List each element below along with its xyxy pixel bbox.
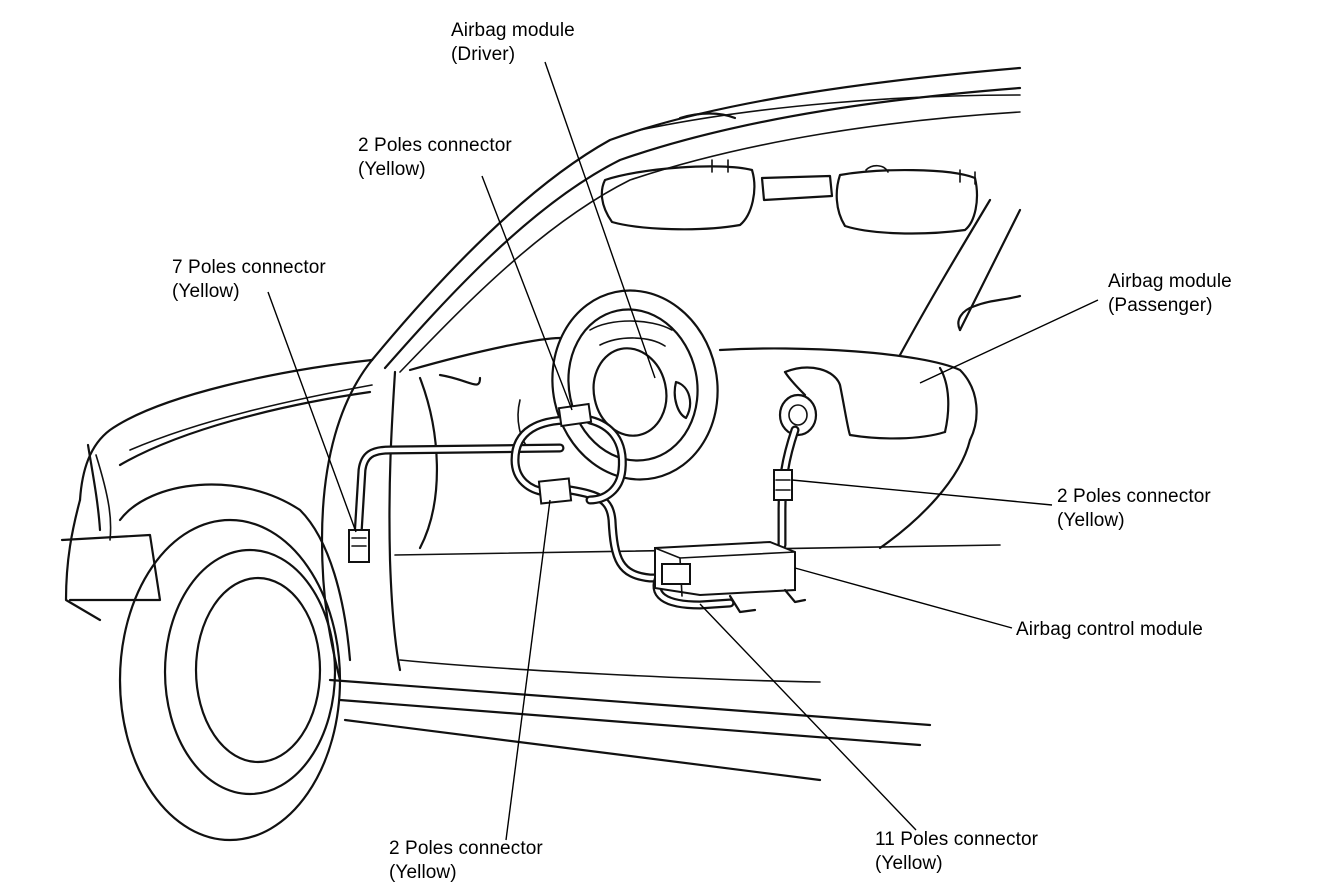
label-line: 2 Poles connector (389, 838, 543, 859)
label-line: 7 Poles connector (172, 257, 326, 278)
leader-lines (267, 61, 1099, 841)
label-line: Airbag control module (1016, 619, 1203, 640)
label-airbag-module-driver: Airbag module (Driver) (451, 19, 575, 67)
label-7-poles-connector: 7 Poles connector (Yellow) (172, 256, 326, 304)
label-2-poles-connector-bottom: 2 Poles connector (Yellow) (389, 837, 543, 885)
sun-visors (600, 159, 979, 235)
label-2-poles-connector-upper: 2 Poles connector (Yellow) (358, 134, 512, 182)
label-line: (Yellow) (1057, 510, 1125, 531)
label-2-poles-connector-right: 2 Poles connector (Yellow) (1057, 485, 1211, 533)
label-line: 2 Poles connector (358, 135, 512, 156)
label-line: Airbag module (451, 20, 575, 41)
front-wheel (118, 483, 352, 842)
steering-wheel (551, 289, 719, 481)
label-line: Airbag module (1108, 271, 1232, 292)
label-line: (Yellow) (389, 862, 457, 883)
label-line: (Yellow) (358, 159, 426, 180)
label-line: (Driver) (451, 44, 516, 65)
label-line: 11 Poles connector (875, 829, 1039, 850)
hood-body (60, 358, 374, 622)
dashboard (408, 336, 978, 550)
passenger-airbag-module (778, 366, 950, 440)
label-airbag-control-module: Airbag control module (1016, 618, 1203, 642)
label-11-poles-connector: 11 Poles connector (Yellow) (875, 828, 1038, 876)
airbag-control-module (654, 540, 807, 614)
door-opening (320, 358, 1001, 782)
label-line: (Yellow) (875, 853, 943, 874)
label-airbag-module-passenger: Airbag module (Passenger) (1108, 270, 1232, 318)
right-pillar (898, 198, 1022, 357)
label-line: (Yellow) (172, 281, 240, 302)
connectors (348, 402, 793, 563)
label-line: 2 Poles connector (1057, 486, 1211, 507)
label-line: (Passenger) (1108, 295, 1213, 316)
roof-pillar (370, 66, 1022, 373)
